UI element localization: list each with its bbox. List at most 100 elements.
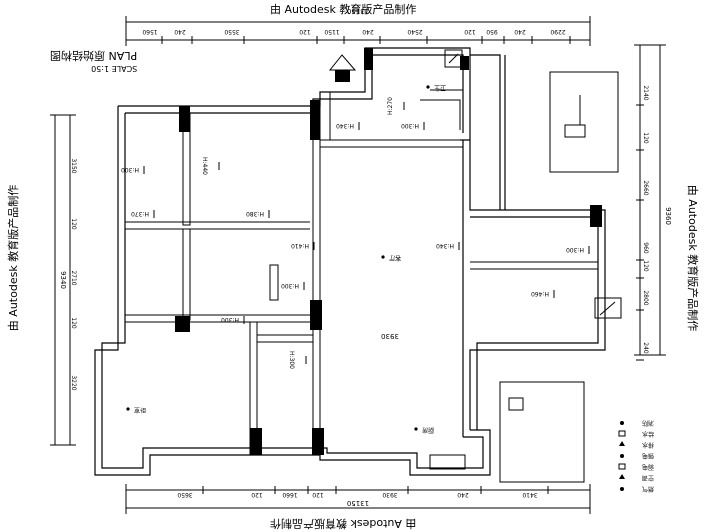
column-6	[312, 428, 324, 455]
height-label: H:300	[288, 351, 295, 369]
column-9	[460, 56, 469, 70]
wall-bath-north	[257, 334, 313, 343]
height-label: H:380	[246, 210, 264, 217]
right-segment-label: 120	[642, 132, 649, 144]
top-segment-label: 120	[299, 28, 311, 35]
fixtures	[328, 49, 622, 470]
room-tag: 客厅	[389, 254, 401, 262]
left-overall-dim: 9340	[59, 271, 67, 289]
north-arrow-icon	[328, 54, 357, 71]
legend-label: 空调	[642, 474, 654, 482]
legend-label: 强电	[642, 452, 654, 460]
wall-east-wing	[469, 140, 606, 430]
wall-bedroom-divider	[182, 113, 191, 226]
legend-symbol	[619, 474, 625, 479]
column-4	[310, 300, 322, 330]
left-segment-label: 120	[70, 218, 77, 230]
left-segment-label: 3150	[70, 158, 77, 173]
bottom-segment-labels: 3650 120 1660 120 3930 240 3410	[177, 486, 549, 498]
wall-living-west	[312, 113, 321, 455]
room-tag: 卧室	[134, 406, 146, 414]
height-label: H:300	[121, 166, 139, 173]
left-segment-label: 2710	[70, 270, 77, 285]
legend-label: 燃气	[642, 485, 654, 493]
structural-columns	[175, 48, 602, 455]
height-label: H:270	[387, 97, 394, 115]
fixture-washbasin	[444, 49, 463, 68]
wall-stub	[269, 264, 279, 301]
wall-room3-north	[125, 314, 320, 323]
wall-room2-divider	[182, 229, 191, 321]
wall-west-south	[94, 106, 491, 476]
column-3	[310, 100, 320, 140]
legend-label: 给水	[642, 430, 654, 438]
top-segment-label: 1150	[324, 28, 339, 35]
left-segment-label: 3220	[70, 375, 77, 390]
height-label: H:460	[531, 290, 549, 297]
detail-block-top-fixture	[564, 124, 586, 138]
right-segment-labels: 2140 120 2660 960 120 2800 240	[636, 85, 649, 361]
legend-symbol	[618, 463, 626, 470]
height-label: H:370	[131, 210, 149, 217]
left-dimension-chain: 9340 3150 120 2710 120 3220	[50, 114, 77, 446]
bottom-segment-label: 1660	[282, 491, 297, 498]
bottom-segment-label: 3930	[382, 491, 397, 498]
detail-block-top	[549, 71, 619, 173]
right-overall-dim: 9360	[664, 207, 672, 225]
height-label: H:300	[281, 282, 299, 289]
detail-block-bottom-frame	[499, 381, 585, 483]
legend-label: 排水	[642, 441, 654, 449]
top-segment-label: 950	[486, 28, 498, 35]
top-segment-label: 1560	[142, 28, 157, 35]
detail-block-bottom-fixture	[508, 397, 524, 411]
wall-east-divider	[470, 261, 598, 270]
top-segment-label: 240	[174, 28, 186, 35]
bottom-segment-label: 3410	[522, 491, 537, 498]
fixture-sink	[594, 297, 622, 319]
room-tag-dot	[426, 85, 430, 89]
bottom-segment-label: 3650	[177, 491, 192, 498]
wall-north-inner	[125, 54, 464, 133]
right-segment-label: 120	[642, 260, 649, 272]
room-tag: 卫生	[434, 84, 446, 92]
wall-east-wing-inner	[470, 216, 599, 430]
height-label: H:300	[221, 316, 239, 323]
right-segment-label: 2140	[642, 85, 649, 100]
height-label: H:300	[566, 246, 584, 253]
interior-dim-living: 3930	[381, 332, 399, 340]
watermark-top: 由 Autodesk 教育版产品制作	[270, 3, 417, 16]
right-segment-label: 2800	[642, 290, 649, 305]
column-1	[179, 106, 190, 132]
height-label: H:340	[436, 242, 454, 249]
legend-symbol	[620, 421, 624, 425]
right-segment-label: 960	[642, 242, 649, 254]
bottom-segment-label: 120	[312, 491, 324, 498]
column-2	[175, 316, 190, 332]
top-segment-label: 3550	[224, 28, 239, 35]
bottom-segment-label: 120	[251, 491, 263, 498]
right-dimension-chain: 9360 2140 120 2660 960 120 2800 240	[634, 44, 672, 361]
legend-label: 弱电	[642, 463, 654, 471]
room-tag-dot	[381, 255, 385, 259]
wall-bedroom-south	[125, 221, 310, 230]
wall-kitchen-counter	[420, 89, 463, 130]
right-segment-label: 2660	[642, 180, 649, 195]
room-tag: 厨房	[422, 426, 434, 434]
interior-walls	[125, 89, 598, 455]
room-tag-dot	[414, 427, 418, 431]
bottom-segment-label: 240	[457, 491, 469, 498]
top-segment-label: 2290	[550, 28, 565, 35]
wall-north-balcony	[470, 54, 506, 210]
fixture-bathtub	[429, 454, 466, 470]
top-segment-label: 240	[362, 28, 374, 35]
left-segment-label: 120	[70, 317, 77, 329]
left-segment-labels: 3150 120 2710 120 3220	[70, 158, 77, 390]
right-segment-label: 240	[642, 342, 649, 354]
